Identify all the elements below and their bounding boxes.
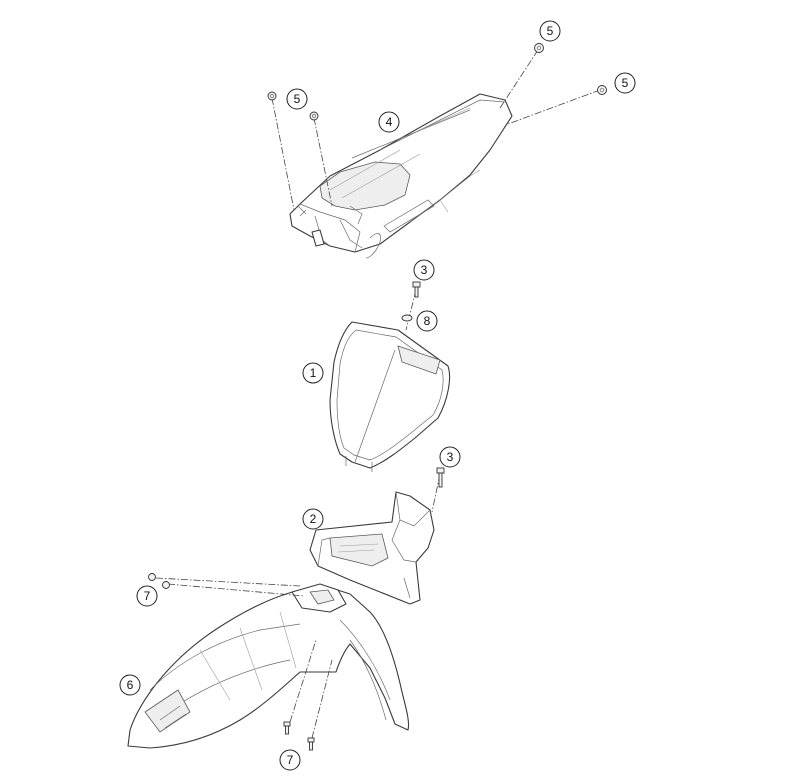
callout-2-label: 2 bbox=[310, 512, 317, 526]
callout-7-label: 7 bbox=[287, 753, 294, 767]
callout-3-label: 3 bbox=[447, 450, 454, 464]
callout-5: 5 bbox=[539, 20, 561, 42]
callout-4: 4 bbox=[378, 111, 400, 133]
part-front-fender bbox=[127, 583, 410, 749]
callout-3-label: 3 bbox=[421, 263, 428, 277]
nut-icon bbox=[597, 85, 607, 95]
callout-5: 5 bbox=[614, 72, 636, 94]
nut-icon bbox=[148, 573, 156, 581]
callout-8: 8 bbox=[416, 310, 438, 332]
callout-7: 7 bbox=[136, 585, 158, 607]
callout-6-label: 6 bbox=[127, 678, 134, 692]
part-number-plate bbox=[329, 321, 451, 472]
callout-2: 2 bbox=[302, 508, 324, 530]
nut-icon bbox=[534, 43, 544, 53]
callout-8-label: 8 bbox=[424, 314, 431, 328]
callouts: 1 2 3 3 4 5 5 5 bbox=[119, 20, 636, 771]
hardware bbox=[148, 43, 607, 751]
callout-3: 3 bbox=[439, 446, 461, 468]
washer-icon bbox=[401, 314, 413, 322]
callout-4-label: 4 bbox=[386, 115, 393, 129]
callout-1: 1 bbox=[302, 362, 324, 384]
callout-5-label: 5 bbox=[294, 92, 301, 106]
callout-1-label: 1 bbox=[310, 366, 317, 380]
callout-6: 6 bbox=[119, 674, 141, 696]
bolt-icon bbox=[283, 721, 291, 735]
callout-7-label: 7 bbox=[144, 589, 151, 603]
bolt-icon bbox=[436, 467, 445, 488]
part-plate-bracket bbox=[309, 491, 435, 605]
nut-icon bbox=[267, 91, 277, 101]
callout-5: 5 bbox=[286, 88, 308, 110]
bolt-icon bbox=[412, 281, 421, 298]
callout-5-label: 5 bbox=[622, 76, 629, 90]
part-rear-fender bbox=[289, 93, 513, 259]
callout-5-label: 5 bbox=[547, 24, 554, 38]
callout-7: 7 bbox=[279, 749, 301, 771]
bolt-icon bbox=[307, 737, 315, 751]
nut-icon bbox=[162, 581, 170, 589]
callout-3: 3 bbox=[413, 259, 435, 281]
nut-icon bbox=[309, 111, 319, 121]
